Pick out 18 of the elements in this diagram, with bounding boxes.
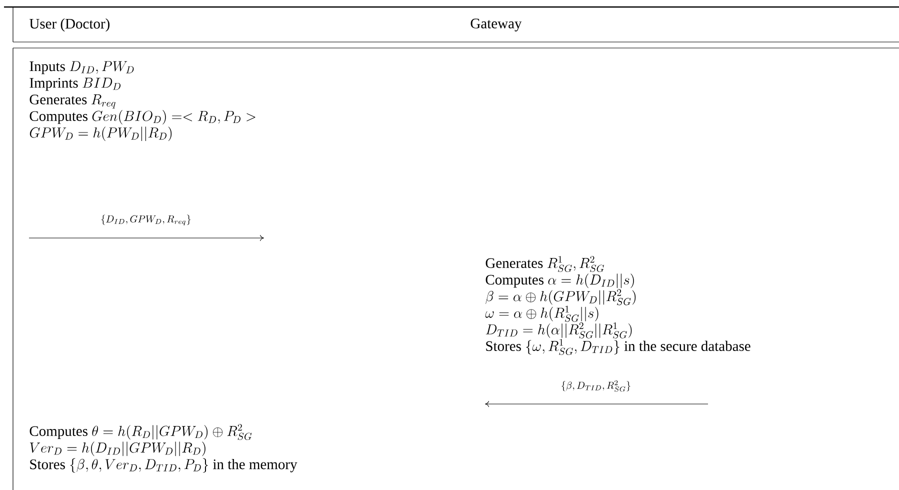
formula-line: $Ver_D = h(D_{ID}||GPW_D||R_D)$ — [30, 442, 206, 456]
formula-line: $\text{Generates } R_{SG}^1, R_{SG}^2$ — [486, 256, 604, 272]
message-label: $\{D_{ID},GPW_D,R_{req}\}$ — [101, 214, 191, 226]
column-header: Gateway — [470, 18, 522, 32]
formula-line: $GPW_D = h(PW_D||R_D)$ — [30, 126, 172, 142]
formula-line: $\text{Stores } \{\omega, R_{SG}^1, D_{TID}\} \text{ in the secure database}$ — [486, 338, 750, 355]
formula-line: $\beta = \alpha \oplus h(GPW_D||R_{SG}^2)$ — [486, 289, 636, 306]
formula-line: $\text{Computes } \alpha = h(D_{ID}||s)$ — [486, 274, 634, 288]
formula-line: $D_{TID} = h(\alpha||R_{SG}^2||R_{SG}^1)$ — [486, 322, 632, 338]
formula-line: $\text{Computes } Gen(BIO_D) =< R_D, P_D >$ — [30, 110, 256, 124]
column-header: User (Doctor) — [30, 18, 110, 32]
formula-line: $\text{Computes } \theta = h(R_D||GPW_D) \oplus R_{SG}^2$ — [30, 424, 252, 440]
formula-line: $\text{Inputs } D_{ID}, PW_D$ — [30, 61, 134, 74]
message-label: $\{\beta,D_{TID},R_{SG}^2\}$ — [562, 380, 630, 392]
formula-line: $\omega = \alpha \oplus h(R_{SG}^1||s)$ — [485, 306, 598, 322]
formula-line: $\text{Imprints } BID_D$ — [30, 78, 120, 91]
formula-line: $\text{Generates } R_{req}$ — [30, 94, 116, 108]
formula-line: $\text{Stores } \{\beta, \theta, Ver_D, D_{TID}, P_D\} \text{ in the memory}$ — [30, 458, 298, 473]
